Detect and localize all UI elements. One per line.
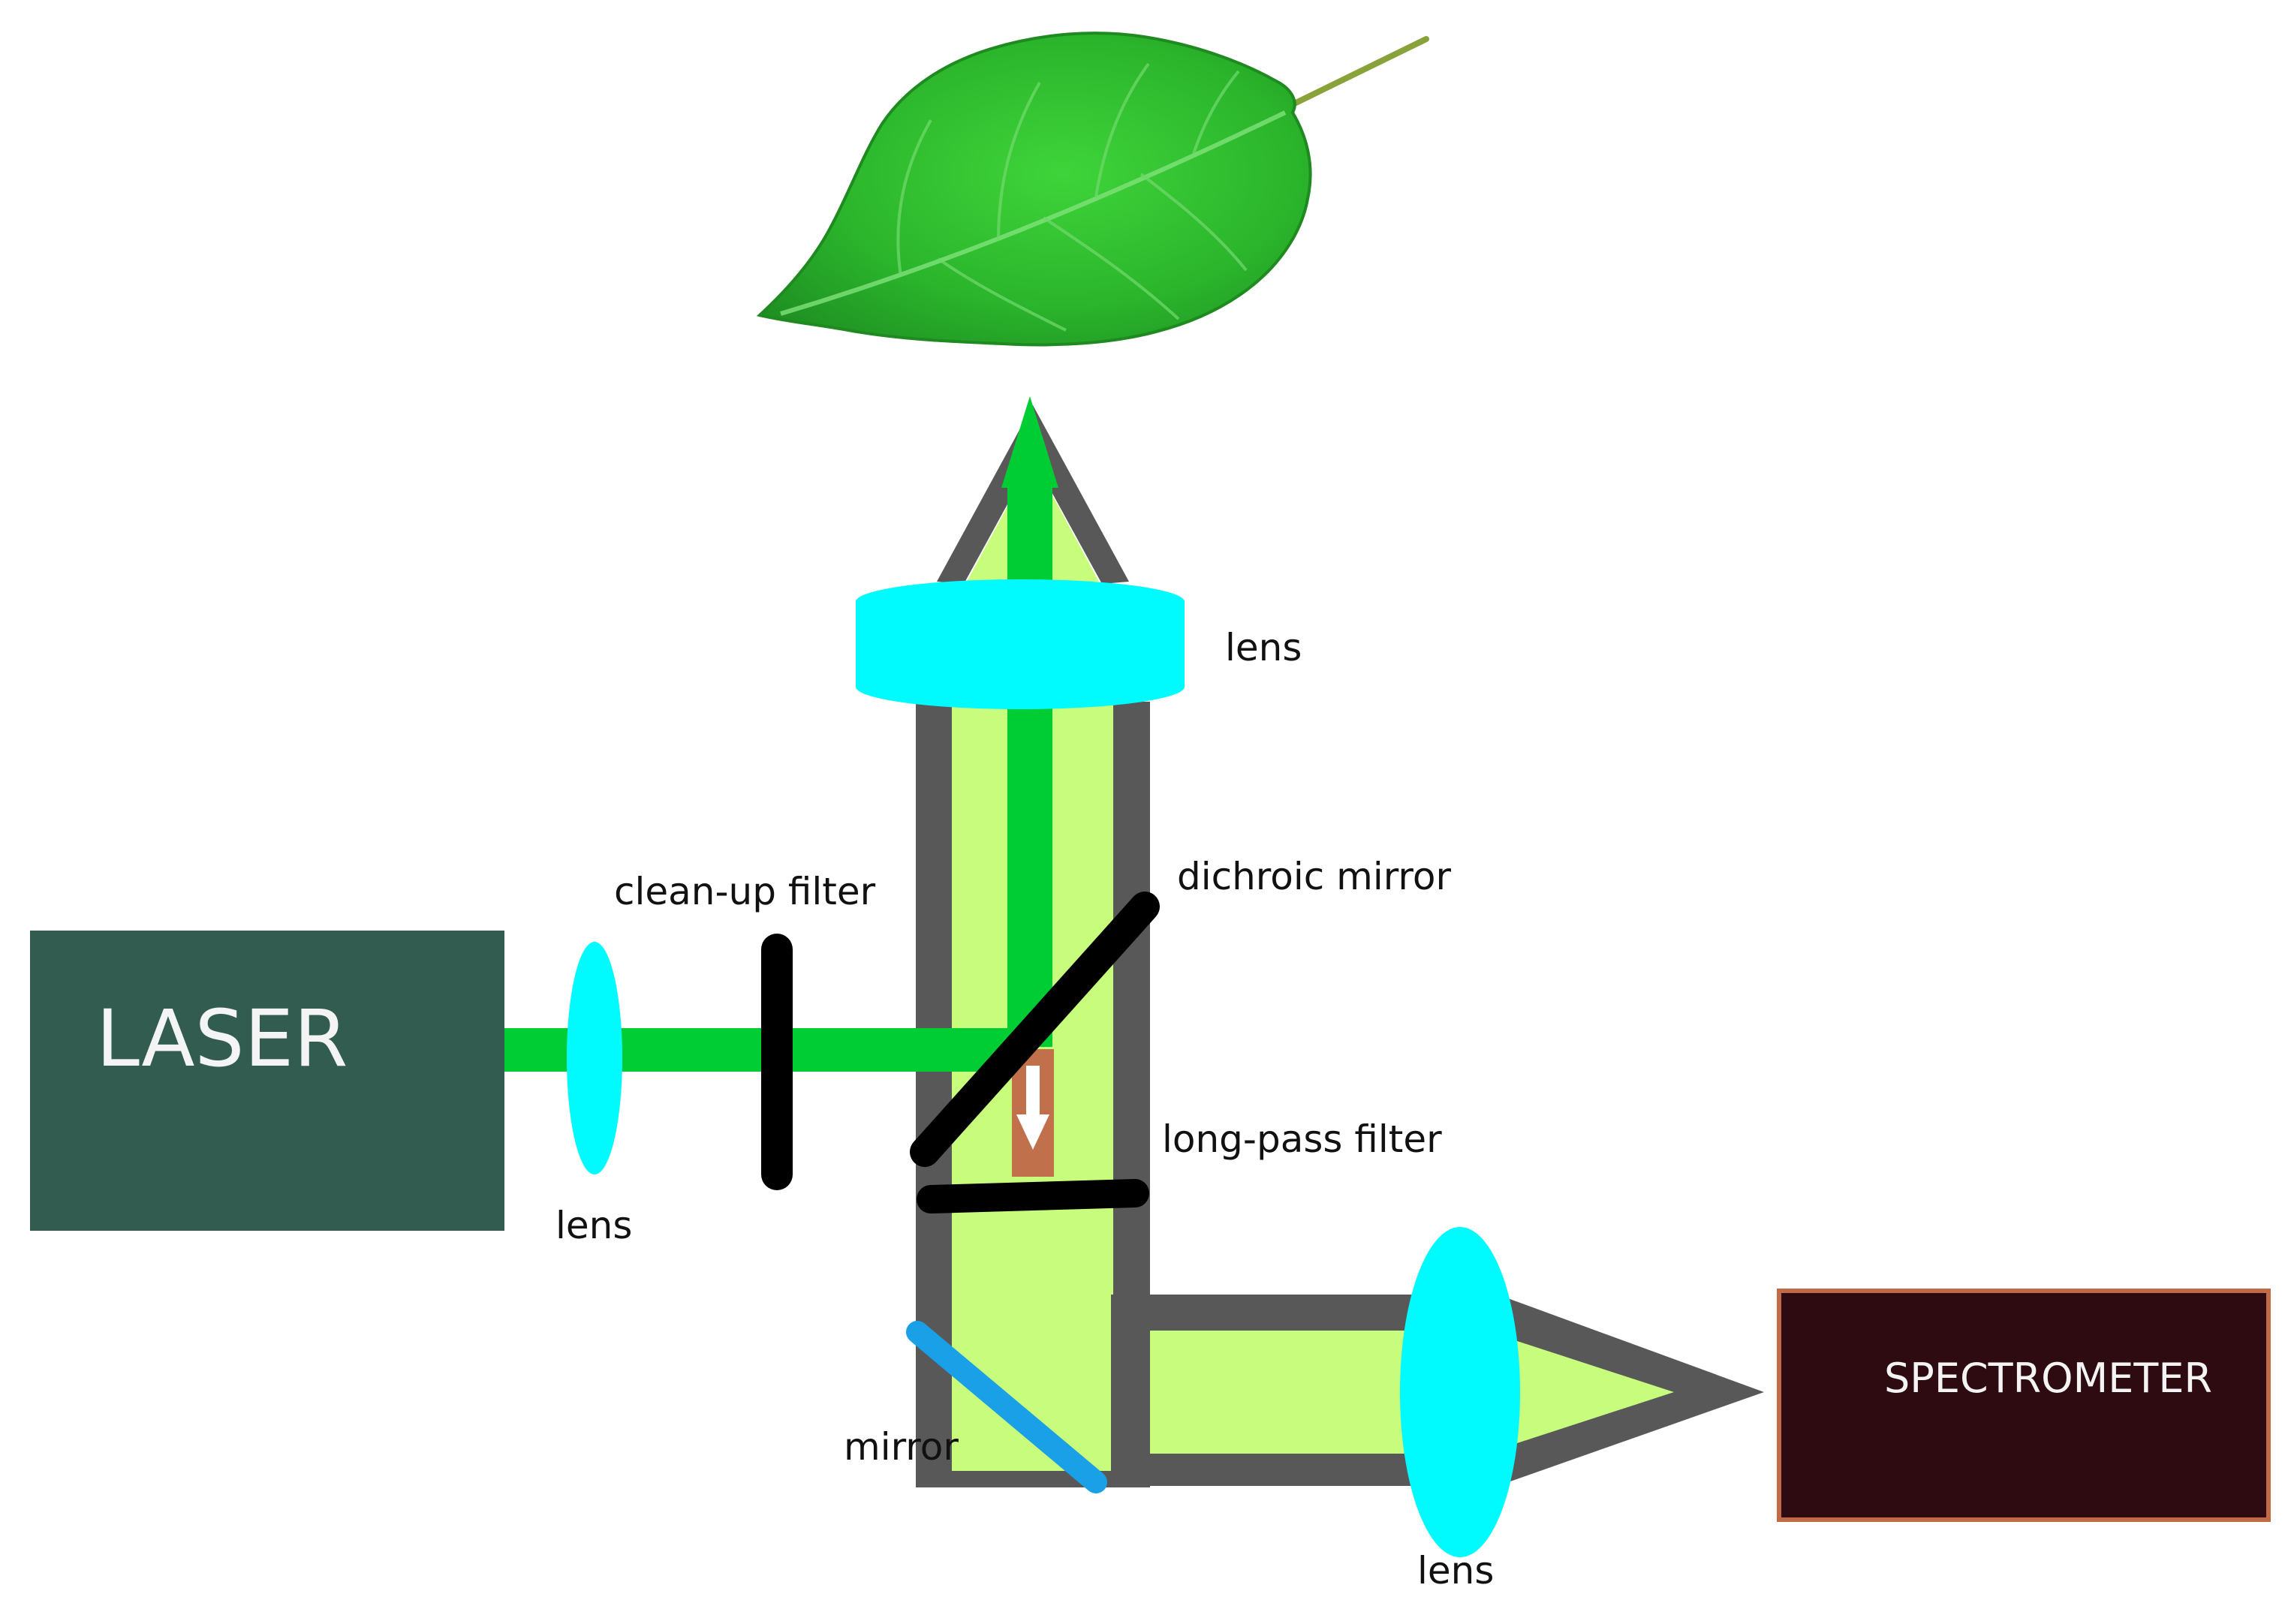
arrow-down-icon bbox=[1016, 1066, 1049, 1150]
laser-label: LASER bbox=[96, 993, 348, 1084]
lens-label-top: lens bbox=[1225, 626, 1302, 669]
horizontal-tube bbox=[1111, 1295, 1764, 1486]
laser-box bbox=[30, 931, 504, 1231]
longpass-filter-label: long-pass filter bbox=[1162, 1117, 1442, 1161]
laser-lens bbox=[567, 942, 622, 1174]
mirror-label: mirror bbox=[844, 1425, 959, 1469]
spectrometer-label: SPECTROMETER bbox=[1884, 1355, 2212, 1402]
upward-beam bbox=[1001, 396, 1058, 1047]
leaf-icon bbox=[756, 32, 1429, 347]
spectrometer-box bbox=[1777, 1289, 2271, 1522]
cleanup-filter-label: clean-up filter bbox=[614, 870, 876, 913]
lens-label-laser: lens bbox=[555, 1204, 632, 1247]
dichroic-mirror bbox=[910, 892, 1160, 1167]
dichroic-mirror-label: dichroic mirror bbox=[1177, 855, 1451, 898]
objective-lens bbox=[856, 579, 1185, 709]
spectrometer-lens bbox=[1400, 1227, 1520, 1557]
fold-mirror bbox=[906, 1321, 1107, 1493]
longpass-filter bbox=[917, 1179, 1149, 1213]
lens-label-bottom: lens bbox=[1417, 1549, 1494, 1592]
